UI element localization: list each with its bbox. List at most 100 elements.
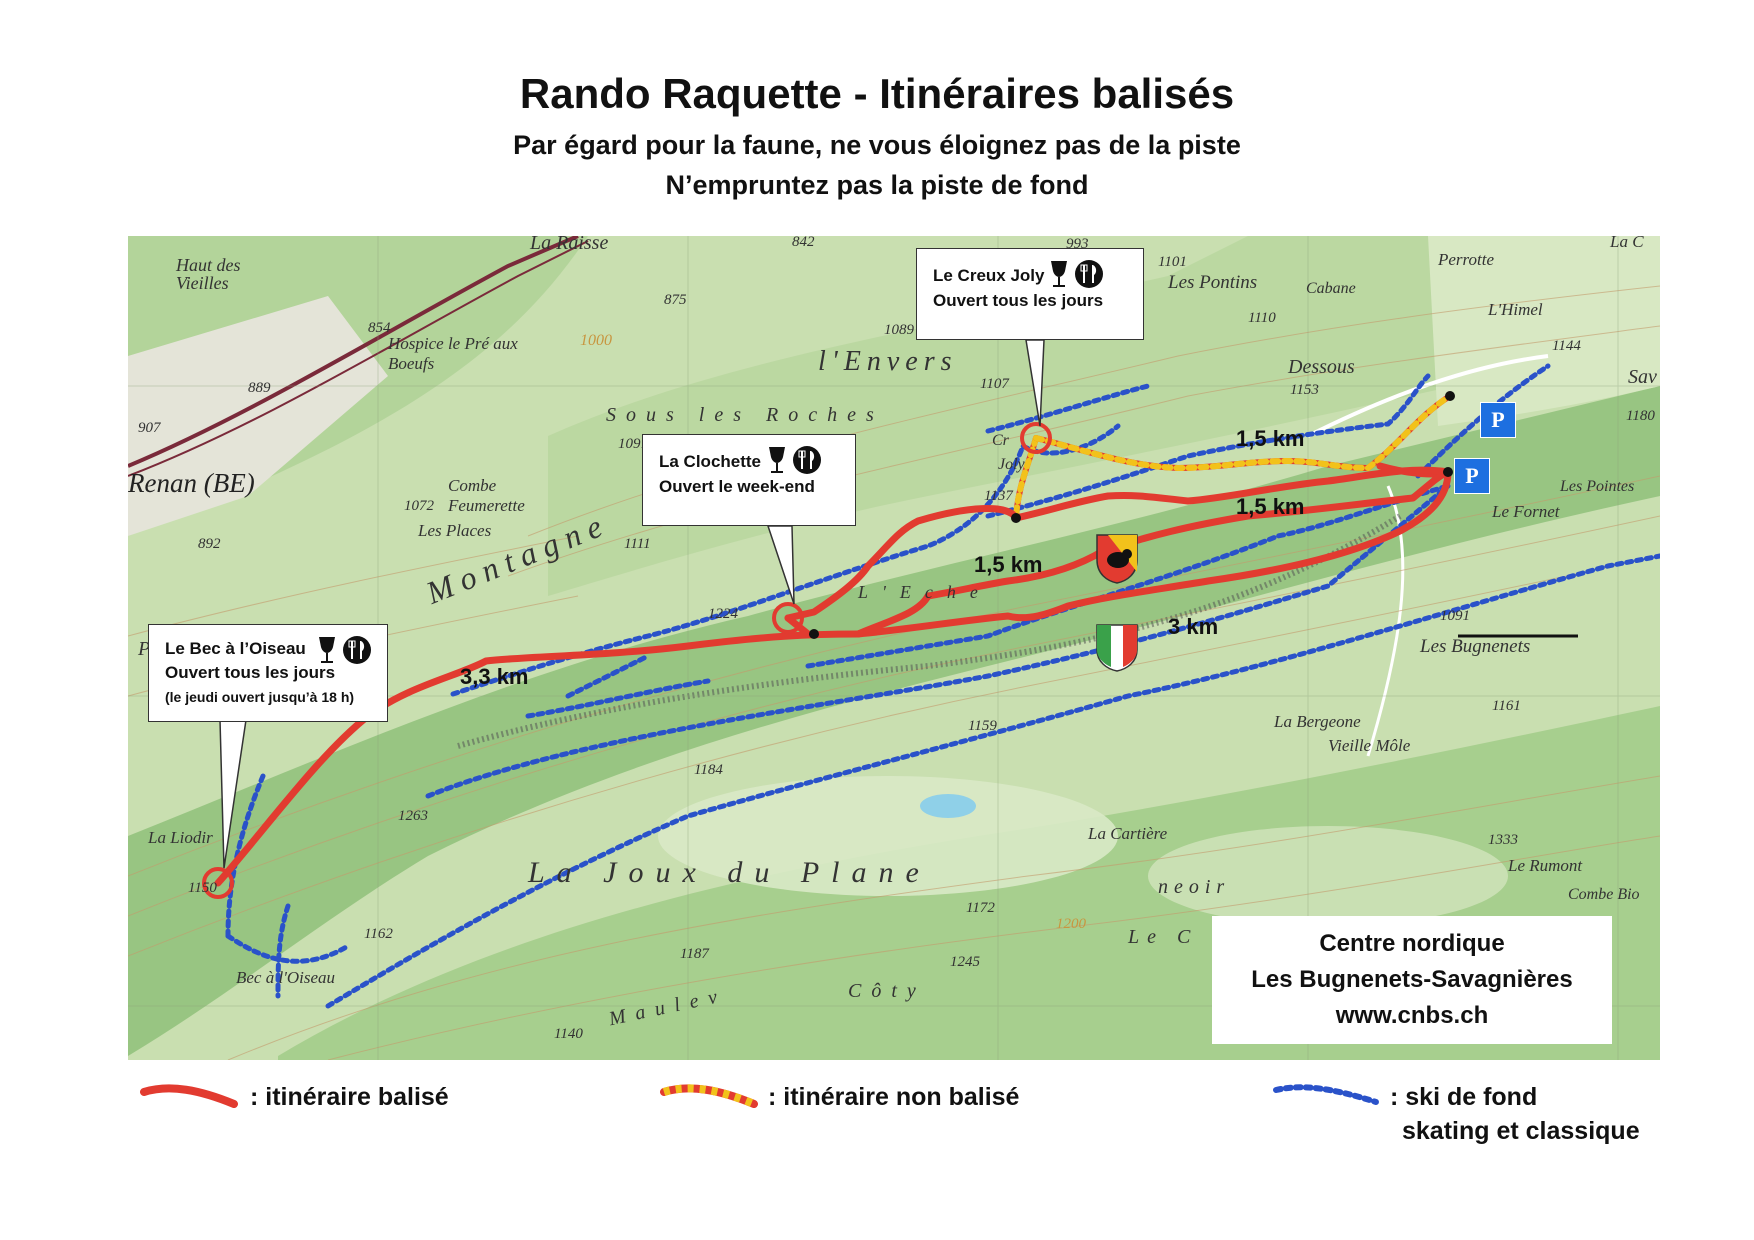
- centre-location: Les Bugnenets-Savagnières: [1251, 966, 1573, 993]
- altitude: 1091: [1440, 608, 1470, 624]
- altitude: 875: [664, 292, 687, 308]
- altitude: 1111: [624, 536, 651, 552]
- place-label: Les Pontins: [1168, 272, 1258, 293]
- place-label: Vieille Môle: [1328, 736, 1411, 755]
- place-label: Dessous: [1288, 356, 1355, 378]
- centre-nordique-box: Centre nordique Les Bugnenets-Savagnière…: [1212, 916, 1612, 1044]
- legend-ski-label: : ski de fond: [1390, 1083, 1538, 1111]
- altitude: 854: [368, 320, 391, 336]
- altitude: 1089: [884, 322, 914, 338]
- topographic-map[interactable]: La Raisse Haut des Vieilles Hospice le P…: [128, 236, 1660, 1060]
- place-label: Sav: [1628, 366, 1657, 388]
- place-label: La Raisse: [530, 236, 609, 254]
- altitude: 1144: [1552, 338, 1581, 354]
- altitude: 1245: [950, 954, 980, 970]
- altitude: 1159: [968, 718, 997, 734]
- altitude: 1000: [580, 332, 612, 349]
- bern-coat-of-arms-icon: [1096, 534, 1138, 584]
- parking-icon[interactable]: P: [1454, 458, 1490, 494]
- place-label: Le Fornet: [1492, 502, 1560, 521]
- altitude: 1200: [1056, 916, 1086, 932]
- place-label: L'Eche: [858, 582, 992, 602]
- altitude: 1263: [398, 808, 428, 824]
- fork-knife-icon: [769, 446, 821, 474]
- page-title: Rando Raquette - Itinéraires balisés: [519, 70, 1235, 117]
- restaurant-icon: [319, 636, 371, 664]
- place-label: Renan (BE): [128, 468, 255, 498]
- subtitle-ski-trail: N’empruntez pas la piste de fond: [665, 170, 1089, 200]
- place-label: Le C: [1128, 926, 1199, 948]
- place-label: Cabane: [1306, 280, 1356, 297]
- distance-label: 1,5 km: [1236, 426, 1305, 451]
- altitude: 1180: [1626, 408, 1655, 424]
- restaurant-name: Le Creux Joly: [933, 266, 1045, 285]
- legend-marked-label: : itinéraire balisé: [250, 1083, 449, 1111]
- place-label: Perrotte: [1438, 250, 1495, 269]
- altitude: 1224: [708, 606, 738, 622]
- legend-unmarked-swatch: [660, 1084, 758, 1108]
- distance-label: 3 km: [1168, 614, 1219, 639]
- centre-name: Centre nordique: [1319, 930, 1505, 957]
- altitude: 1153: [1290, 382, 1319, 398]
- place-label: La Liodir: [148, 828, 213, 847]
- callout-creux-joly[interactable]: Le Creux Joly Ouvert tous les jours: [916, 248, 1144, 340]
- opening-hours: Ouvert tous les jours: [933, 291, 1104, 310]
- place-label: Bec à l'Oiseau: [236, 968, 335, 987]
- place-label: Les Places: [418, 521, 492, 540]
- place-label: Côty: [848, 980, 926, 1002]
- altitude: 907: [138, 420, 161, 436]
- centre-website-link[interactable]: www.cnbs.ch: [1335, 1002, 1489, 1029]
- altitude: 1333: [1488, 832, 1518, 848]
- altitude: 1137: [984, 488, 1013, 504]
- altitude: 1184: [694, 762, 723, 778]
- subtitle-fauna: Par égard pour la faune, ne vous éloigne…: [513, 130, 1241, 160]
- altitude: 1107: [980, 376, 1009, 392]
- restaurant-name: Le Bec à l’Oiseau: [165, 639, 306, 658]
- altitude: 842: [792, 236, 815, 250]
- opening-hours: Ouvert tous les jours: [165, 663, 336, 682]
- place-label: Les Bugnenets: [1420, 636, 1531, 657]
- callout-bec-oiseau[interactable]: Le Bec à l’Oiseau Ouvert tous les jours …: [148, 624, 388, 722]
- place-label: Les Pointes: [1560, 478, 1635, 495]
- neuchatel-coat-of-arms-icon: [1096, 624, 1138, 672]
- altitude: 889: [248, 380, 271, 396]
- place-label: l'Envers: [818, 346, 958, 377]
- altitude: 1172: [966, 900, 995, 916]
- altitude: 1101: [1158, 254, 1187, 270]
- legend-unmarked-label: : itinéraire non balisé: [768, 1083, 1020, 1111]
- place-label: L'Himel: [1488, 300, 1543, 319]
- place-label: Hospice le Pré aux Boeufs: [388, 334, 518, 373]
- place-label: Cr: [992, 432, 1009, 449]
- place-label: Le Rumont: [1508, 856, 1583, 875]
- place-label: Haut des Vieilles: [176, 255, 241, 293]
- place-label: La C: [1610, 236, 1644, 251]
- callout-clochette[interactable]: La Clochette Ouvert le week-end: [642, 434, 856, 526]
- altitude: 1072: [404, 498, 434, 514]
- opening-hours: Ouvert le week-end: [659, 477, 815, 496]
- altitude: 1097: [618, 436, 648, 452]
- place-label: Sous les Roches: [606, 404, 884, 426]
- legend-ski-sublabel: skating et classique: [1402, 1117, 1640, 1145]
- place-label: Joly: [998, 456, 1025, 473]
- altitude: 892: [198, 536, 221, 552]
- place-label: La Cartière: [1088, 824, 1168, 843]
- parking-icon[interactable]: P: [1480, 402, 1516, 438]
- place-label: La Bergeone: [1274, 712, 1361, 731]
- wine-glass-icon: [1051, 260, 1103, 288]
- place-label: Combe Feumerette: [448, 476, 525, 515]
- altitude: 1162: [364, 926, 393, 942]
- legend-marked-swatch: [140, 1084, 238, 1108]
- distance-label: 1,5 km: [1236, 494, 1305, 519]
- altitude: 1140: [554, 1026, 583, 1042]
- altitude: 1161: [1492, 698, 1521, 714]
- place-label: Combe Bio: [1568, 886, 1640, 903]
- opening-note: (le jeudi ouvert jusqu’à 18 h): [165, 689, 355, 705]
- restaurant-name: La Clochette: [659, 452, 762, 471]
- place-label: La Joux du Plane: [528, 856, 931, 889]
- distance-label: 3,3 km: [460, 664, 529, 689]
- altitude: 1110: [1248, 310, 1276, 326]
- distance-label: 1,5 km: [974, 552, 1043, 577]
- altitude: 1187: [680, 946, 709, 962]
- legend-ski-swatch: [1273, 1084, 1379, 1105]
- place-label: neoir: [1158, 876, 1231, 898]
